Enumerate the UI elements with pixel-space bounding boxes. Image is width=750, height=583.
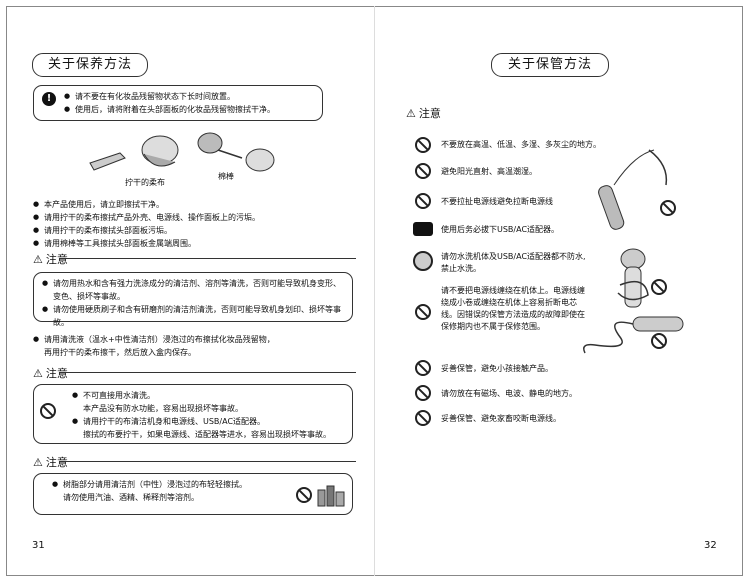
- care-item: 请用拧干的柔布擦拭头部面板污垢。: [33, 224, 333, 237]
- prohibited-icon: [660, 200, 676, 216]
- prohibited-icon: [296, 487, 312, 503]
- cleaning-illustration: [89, 132, 275, 172]
- heading-rule: [60, 372, 356, 373]
- page-divider: [374, 6, 375, 576]
- prohibited-icon: [415, 410, 431, 426]
- care-item: 请用拧干的柔布擦拭产品外壳、电源线、操作面板上的污垢。: [33, 211, 333, 224]
- care-list: 本产品使用后，请立即擦拭干净。 请用拧干的柔布擦拭产品外壳、电源线、操作面板上的…: [33, 198, 333, 250]
- storage-rule: 请勿放在有磁场、电波、静电的地方。: [441, 389, 577, 398]
- heading-rule: [60, 258, 356, 259]
- storage-rule: 使用后务必拔下USB/AC适配器。: [441, 225, 560, 234]
- storage-rule: 避免阳光直射、高温潮湿。: [441, 167, 537, 176]
- storage-rule: 请勿水洗机体及USB/AC适配器都不防水,禁止水洗。: [441, 252, 586, 273]
- prohibited-icon: [415, 385, 431, 401]
- warning-triangle-icon: ⚠: [406, 106, 416, 120]
- wrapped-cord-illustration: [617, 248, 649, 308]
- unplug-icon: [413, 222, 433, 236]
- storage-rule: 请不要把电源线缠绕在机体上。电源线缠绕成小卷或缠绕在机体上容易折断电芯线。因错误…: [441, 286, 585, 331]
- storage-rule: 不要放在高温、低温、多湿、多灰尘的地方。: [441, 140, 601, 149]
- care-item: 请用棉棒等工具擦拭头部面板金属端周围。: [33, 237, 333, 250]
- prohibited-icon: [415, 193, 431, 209]
- care-item: 本产品使用后，请立即擦拭干净。: [33, 198, 333, 211]
- warning-box-2: 不可直接用水清洗。 本产品没有防水功能，容易出现损坏等事故。 请用拧干的布清洁机…: [33, 384, 353, 444]
- warning-item: 请用拧干的布清洁机身和电源线、USB/AC适配器。: [72, 415, 344, 428]
- heading-rule: [60, 461, 356, 462]
- warning-heading-1: ⚠ 注意: [33, 252, 68, 267]
- device-cloth-figure: [89, 135, 179, 171]
- note-box-1: ! 请不要在有化妆品残留物状态下长时间放置。 使用后，请将附着在头部面板的化妆品…: [33, 85, 323, 121]
- wash-instruction: 请用清洗液（温水+中性清洁剂）浸泡过的布擦拭化妆品残留物， 再用拧干的柔布擦干，…: [33, 333, 353, 359]
- caution-icon: !: [42, 92, 56, 106]
- note-item: 使用后，请将附着在头部面板的化妆品残留物擦拭干净。: [64, 103, 314, 116]
- prohibited-icon: [415, 163, 431, 179]
- storage-rule: 妥善保管、避免家畜咬断电源线。: [441, 414, 561, 423]
- wash-line: 请用清洗液（温水+中性清洁剂）浸泡过的布擦拭化妆品残留物，: [33, 333, 353, 346]
- warning-heading-2: ⚠ 注意: [33, 366, 68, 381]
- prohibited-icon: [40, 403, 56, 419]
- device-swab-figure: [197, 132, 275, 172]
- prohibited-icon: [651, 333, 667, 349]
- prohibited-icon: [651, 279, 667, 295]
- warning-triangle-icon: ⚠: [33, 455, 43, 469]
- storage-rule: 不要拉扯电源线避免拉断电源线: [441, 197, 553, 206]
- warning-box-3: 树脂部分请用清洁剂（中性）浸泡过的布轻轻擦拭。 请勿使用汽油、酒精、稀释剂等溶剂…: [33, 473, 353, 515]
- warning-item: 不可直接用水清洗。: [72, 389, 344, 402]
- no-wash-icon: [413, 251, 433, 271]
- page-number-left: 31: [32, 540, 45, 551]
- right-page-title: 关于保管方法: [491, 53, 609, 77]
- warning-item: 请勿用热水和含有强力洗涤成分的清洁剂、溶剂等清洗，否则可能导致机身变形、变色、损…: [42, 277, 344, 303]
- page-number-right: 32: [704, 540, 717, 551]
- warning-sub: 擦拭的布要拧干，如果电源线、适配器等进水，容易出现损坏等事故。: [83, 430, 331, 439]
- warning-sub: 本产品没有防水功能，容易出现损坏等事故。: [83, 404, 243, 413]
- warning-triangle-icon: ⚠: [33, 252, 43, 266]
- storage-rule: 妥善保管，避免小孩接触产品。: [441, 364, 553, 373]
- prohibited-icon: [415, 360, 431, 376]
- prohibited-icon: [415, 304, 431, 320]
- warning-item: 请勿使用硬质刷子和含有研磨剂的清洁剂清洗，否则可能导致机身划印、损坏等事故。: [42, 303, 344, 329]
- swab-label: 棉棒: [218, 172, 234, 181]
- coiled-cord-illustration: [583, 316, 684, 354]
- pulling-cord-illustration: [598, 149, 668, 230]
- warning-sub: 请勿使用汽油、酒精、稀释剂等溶剂。: [63, 493, 199, 502]
- left-page-title: 关于保养方法: [32, 53, 148, 77]
- cloth-label: 拧干的柔布: [125, 178, 165, 187]
- prohibited-icon: [415, 137, 431, 153]
- wash-line: 再用拧干的柔布擦干，然后放入盒内保存。: [44, 348, 196, 357]
- warning-heading-3: ⚠ 注意: [33, 455, 68, 470]
- note-item: 请不要在有化妆品残留物状态下长时间放置。: [64, 90, 314, 103]
- warning-triangle-icon: ⚠: [33, 366, 43, 380]
- storage-warning-heading: ⚠ 注意: [406, 106, 441, 121]
- warning-box-1: 请勿用热水和含有强力洗涤成分的清洁剂、溶剂等清洗，否则可能导致机身变形、变色、损…: [33, 272, 353, 327]
- solvent-bottles-icon: [317, 485, 345, 507]
- warning-item: 树脂部分请用清洁剂（中性）浸泡过的布轻轻擦拭。: [52, 478, 344, 491]
